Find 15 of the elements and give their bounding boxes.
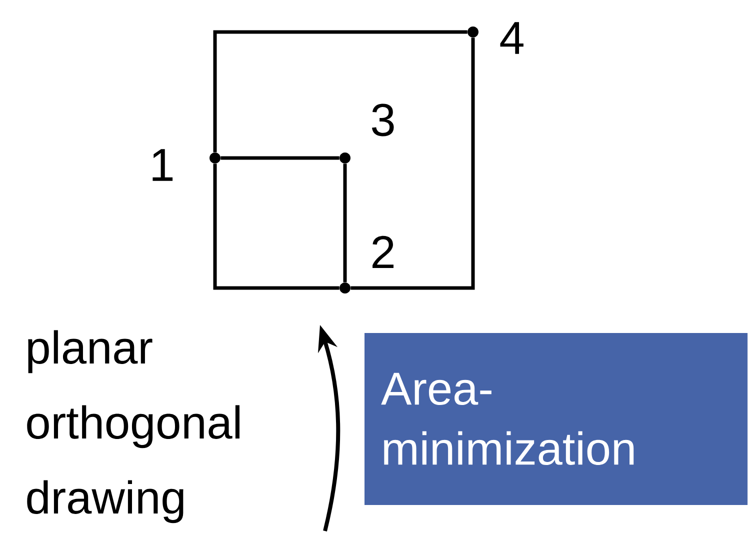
- vertex-label: 1: [152, 149, 173, 181]
- process-box: Area-minimization: [364, 332, 748, 505]
- edge-line: [220, 156, 340, 160]
- edge-line: [213, 164, 340, 290]
- vertex-dot: [210, 152, 220, 164]
- edge-line: [213, 30, 468, 152]
- vertex-dot: [340, 152, 350, 164]
- vertex-dot: [468, 26, 478, 38]
- edge-line: [343, 164, 347, 282]
- vertex-label: 2: [372, 236, 394, 268]
- vertex-dot: [340, 282, 350, 294]
- edge-line: [350, 38, 475, 290]
- vertex-label: 3: [372, 104, 394, 136]
- caption-text: planar orthogonal drawing: [27, 330, 240, 524]
- vertex-label: 4: [500, 22, 524, 54]
